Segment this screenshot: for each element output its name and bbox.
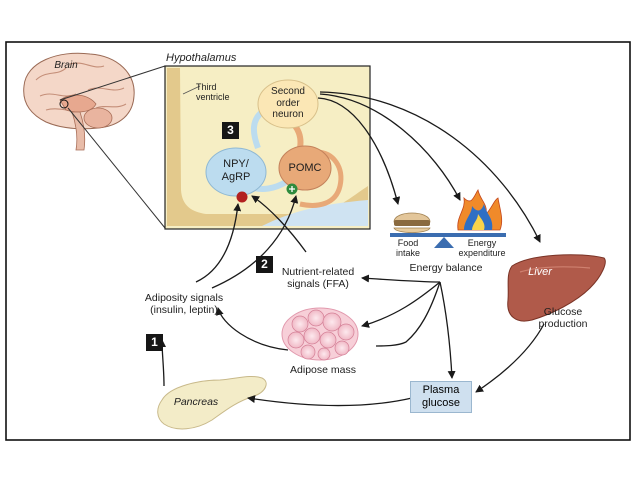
arrow-neuron-to-food-intake [317, 97, 401, 205]
pomc-label: POMC [288, 162, 322, 174]
liver-label: Liver [528, 266, 552, 278]
brain-illustration [23, 52, 135, 151]
food-intake-label: Food intake [395, 238, 421, 259]
pomc-process [299, 149, 344, 208]
energy-balance-scale [390, 212, 506, 248]
median-eminence [262, 200, 368, 226]
energy-expenditure-label: Energy expenditure [458, 238, 506, 259]
arrow-nutrient-to-npy [251, 195, 307, 253]
arrow-balance-to-plasma [439, 281, 456, 379]
adipose-tissue-illustration [281, 307, 359, 361]
brain-label: Brain [54, 60, 78, 71]
liver-illustration [507, 254, 606, 322]
arrow-liver-to-plasma [475, 323, 545, 393]
arrow-neuron-to-liver [319, 91, 541, 243]
flame-icon [457, 188, 503, 231]
arrow-balance-to-adipose [361, 281, 441, 328]
pomc-neuron [278, 145, 332, 191]
glucose-production-label: Glucose production [538, 306, 588, 331]
inhibit-receptor-dot [236, 191, 248, 203]
badge-step-2: 2 [256, 256, 273, 273]
adipose-mass-label: Adipose mass [290, 364, 356, 376]
arrow-balance-to-nutrient [361, 274, 441, 283]
arrow-shared-from-balance [375, 281, 441, 347]
plus-sign [289, 186, 295, 192]
npy-axon-up [250, 109, 265, 150]
plasma-glucose-box: Plasma glucose [410, 381, 472, 413]
npy-agrp-neuron [205, 147, 267, 197]
arrow-adipose-to-adiposity [215, 307, 289, 351]
arrow-plasma-to-pancreas [247, 395, 413, 407]
second-order-neuron [257, 79, 319, 129]
third-ventricle-label: Third ventricle [196, 82, 230, 103]
second-order-neuron-label: Second order neuron [271, 86, 305, 120]
nutrient-signals-label: Nutrient-related signals (FFA) [281, 266, 355, 291]
arrow-adiposity-to-npy [195, 203, 242, 283]
arrow-adiposity-to-pomc [211, 195, 299, 289]
liver-highlight [519, 266, 591, 273]
npy-agrp-label: NPY/ AgRP [221, 158, 251, 183]
pancreas-label: Pancreas [173, 396, 219, 408]
signal-arrows [158, 91, 545, 407]
badge-step-3: 3 [222, 122, 239, 139]
zoom-line-top [59, 65, 166, 101]
ventricle-pointer [182, 85, 201, 95]
arrow-neuron-to-expenditure [319, 93, 461, 201]
energy-balance-label: Energy balance [409, 262, 483, 274]
hypothalamus-label: Hypothalamus [166, 52, 237, 64]
adiposity-signals-label: Adiposity signals (insulin, leptin) [144, 292, 224, 317]
badge-step-1: 1 [146, 334, 163, 351]
zoom-line-bottom [67, 107, 166, 229]
